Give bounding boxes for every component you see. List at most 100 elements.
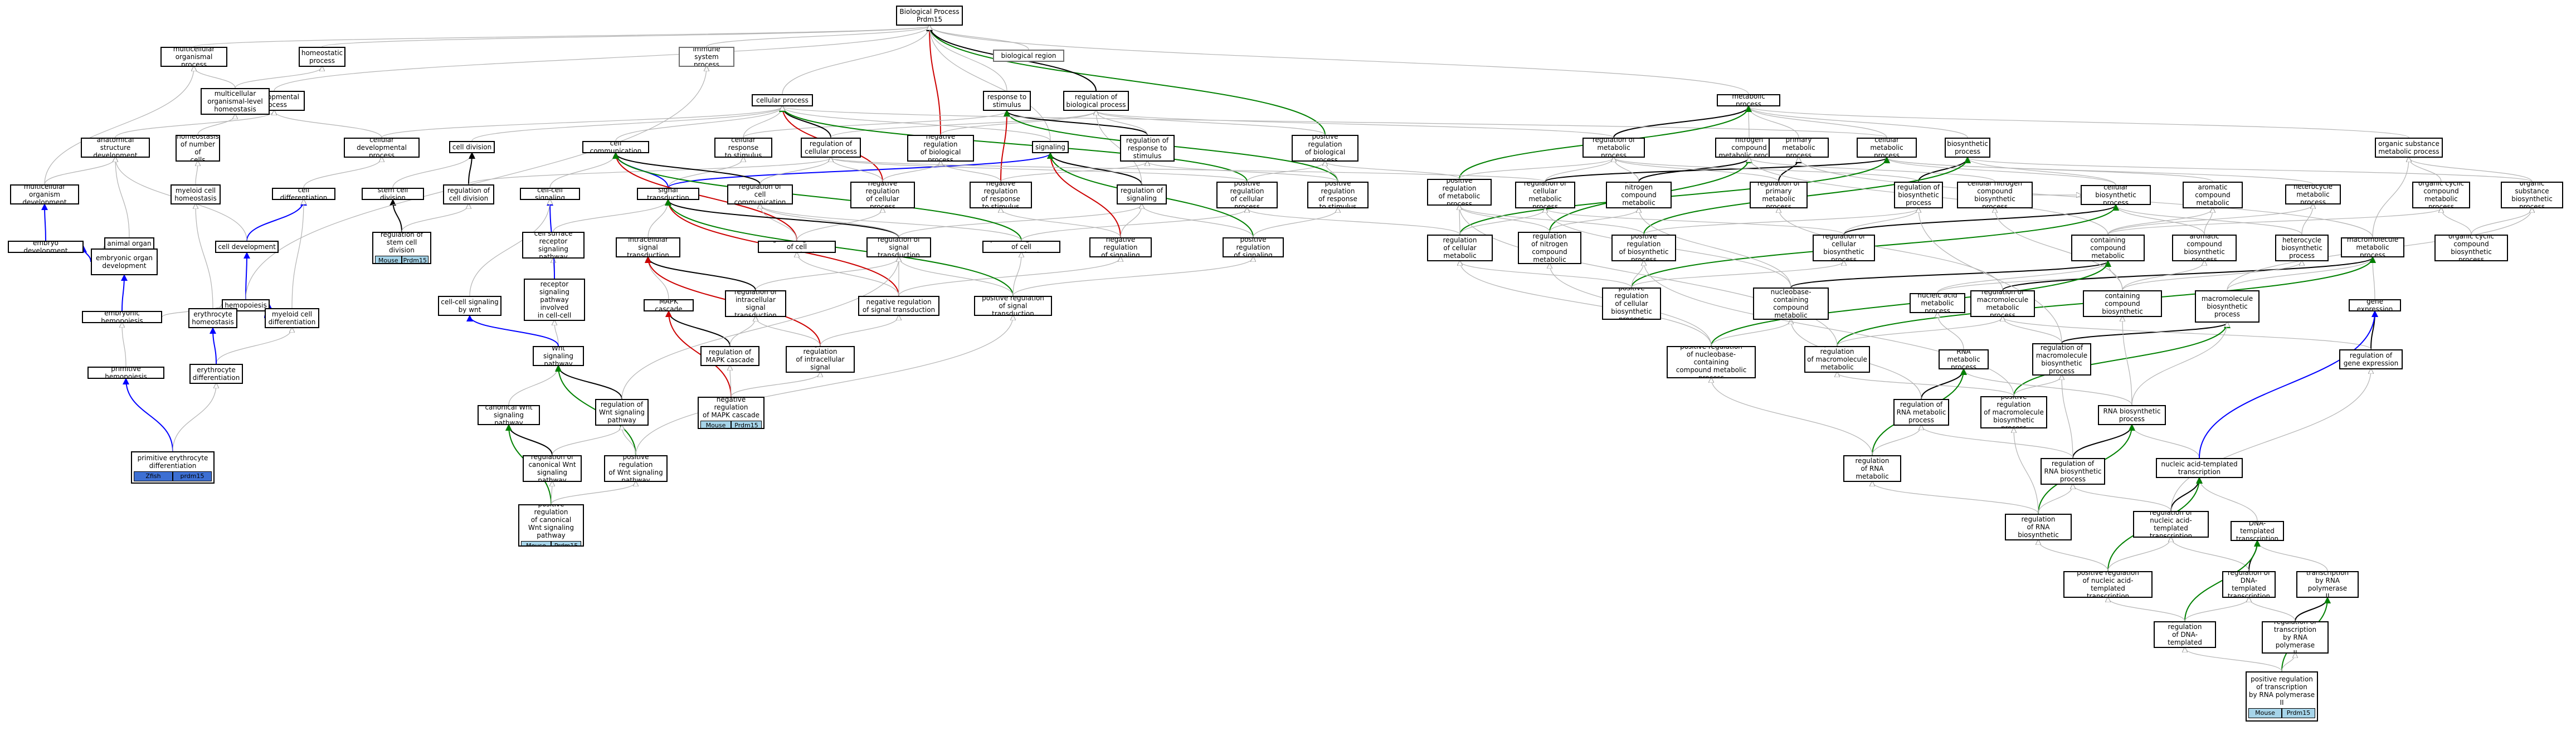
go-term-organic-sub-met[interactable]: organic substance metabolic process	[2375, 138, 2443, 158]
go-term-organic-sub-bios[interactable]: organic substance biosynthetic process	[2501, 182, 2563, 208]
go-term-nucleobase-bios[interactable]: nucleobase-containing compound biosynthe…	[2083, 290, 2162, 317]
go-term-metabolic[interactable]: metabolic process	[1717, 94, 1780, 106]
go-term-reg-cell-bios[interactable]: regulation of cellular biosynthetic proc…	[1813, 235, 1875, 261]
go-term-reg-dna-tx[interactable]: regulation of DNA-templated transcriptio…	[2222, 571, 2276, 598]
go-term-pos-reg-bios[interactable]: positive regulation of biosynthetic proc…	[1611, 235, 1676, 261]
go-term-reg-nitrogen-met[interactable]: regulation of nitrogen compound metaboli…	[1606, 182, 1672, 208]
go-term-nucleobase-met[interactable]: nucleobase-containing compound metabolic…	[2071, 235, 2145, 261]
go-term-reg-signal-trans[interactable]: regulation of signal transduction	[866, 237, 931, 257]
go-term-reg-bio[interactable]: regulation of biological process	[1063, 91, 1129, 111]
go-term-macromolecule-bios[interactable]: macromolecule biosynthetic process	[2195, 290, 2260, 323]
go-term-pos-reg-rna-bios[interactable]: positive regulation of RNA biosynthetic …	[2005, 514, 2072, 540]
go-term-cell-division[interactable]: cell division	[449, 141, 495, 153]
go-term-reg-mapk[interactable]: regulation of MAPK cascade	[700, 346, 759, 366]
go-term-reg-rna-met[interactable]: regulation of RNA metabolic process	[1893, 399, 1949, 426]
go-term-intracellular-st[interactable]: intracellular signal transduction	[616, 237, 680, 257]
go-term-embryo-dev[interactable]: embryo development	[8, 241, 84, 253]
go-term-cell-bios[interactable]: cellular biosynthetic process	[2081, 185, 2151, 205]
go-term-pos-reg-signaling[interactable]: positive regulation of signaling	[1223, 237, 1284, 257]
go-term-reg-biosynthetic[interactable]: regulation of biosynthetic process	[1894, 182, 1943, 208]
go-term-reg-na-templated-tx[interactable]: regulation of nucleic acid-templated tra…	[2133, 511, 2209, 538]
go-term-pos-reg-rna-met[interactable]: positive regulation of RNA metabolic pro…	[1843, 455, 1901, 482]
go-term-neg-reg-signaling[interactable]: negative regulation of signaling	[1089, 237, 1152, 257]
go-term-neg-reg-resp[interactable]: negative regulation of response to stimu…	[970, 182, 1032, 208]
go-term-rna-met[interactable]: RNA metabolic process	[1939, 349, 1989, 369]
go-term-reg-intra-st[interactable]: regulation of intracellular signal trans…	[725, 290, 786, 317]
go-term-neg-reg-st[interactable]: negative regulation of signal transducti…	[858, 296, 939, 316]
go-term-embryonic-organ-dev[interactable]: embryonic organ development	[91, 248, 158, 275]
go-term-canonical-wnt[interactable]: canonical Wnt signaling pathway	[478, 405, 540, 425]
go-term-stem-cell-division[interactable]: stem cell division	[362, 188, 424, 200]
go-term-homeo-cells[interactable]: homeostasis of number of cells	[176, 135, 220, 162]
go-term-pos-reg-st[interactable]: positive regulation of signal transducti…	[974, 296, 1052, 316]
go-term-neg-reg-bio[interactable]: negative regulation of biological proces…	[907, 135, 974, 162]
go-term-signal-transduction[interactable]: signal transduction	[637, 188, 699, 200]
go-term-cell-aromatic-met[interactable]: cellular aromatic compound metabolic pro…	[2183, 182, 2243, 208]
go-term-reg-nucleobase-met[interactable]: regulation of nucleobase-containing comp…	[1753, 287, 1829, 320]
go-term-rna-bios[interactable]: RNA biosynthetic process	[2098, 405, 2166, 425]
go-term-embryonic-hemo[interactable]: embryonic hemopoiesis	[82, 311, 162, 323]
go-term-reg-cell-met[interactable]: regulation of cellular metabolic process	[1515, 182, 1575, 208]
go-term-pos-reg-cell-proc[interactable]: positive regulation of cellular process	[1216, 182, 1278, 208]
go-term-na-templated-tx[interactable]: nucleic acid-templated transcription	[2156, 458, 2243, 478]
go-term-multicell-org-dev[interactable]: multicellular organism development	[10, 184, 79, 204]
go-term-reg-resp-stim[interactable]: regulation of response to stimulus	[1120, 135, 1175, 162]
go-term-cell-cell-signaling[interactable]: cell-cell signaling	[520, 188, 580, 200]
go-term-pos-reg-cell-bios[interactable]: positive regulation of cellular biosynth…	[1602, 287, 1661, 320]
go-term-pos-reg-met[interactable]: positive regulation of metabolic process	[1427, 179, 1492, 206]
go-term-reg-cell-comm[interactable]: regulation of cell communication	[727, 184, 793, 204]
go-term-pos-reg-bio[interactable]: positive regulation of biological proces…	[1292, 135, 1358, 162]
go-term-homeostatic[interactable]: homeostatic process	[299, 47, 345, 67]
go-term-pos-reg-cell-met[interactable]: positive regulation of cellular metaboli…	[1427, 235, 1493, 261]
go-term-pos-reg-tx-pol2[interactable]: positive regulation of transcription by …	[2246, 671, 2318, 722]
go-term-pos-reg-dna-tx[interactable]: positive regulation of DNA-templated tra…	[2154, 621, 2216, 648]
go-term-mc-homeostasis[interactable]: multicellular organismal-level homeostas…	[201, 88, 270, 115]
go-term-dna-templated-tx[interactable]: DNA-templated transcription	[2231, 521, 2284, 541]
go-term-neg-reg-cell-proc[interactable]: negative regulation of cellular process	[850, 182, 915, 208]
go-term-response-stimulus[interactable]: response to stimulus	[983, 91, 1031, 111]
go-term-cell-dev-proc[interactable]: cellular developmental process	[344, 138, 420, 158]
go-term-anat-struct[interactable]: anatomical structure development	[81, 138, 150, 158]
go-term-aromatic-bios[interactable]: aromatic compound biosynthetic process	[2172, 235, 2237, 261]
go-term-cs-receptor-cc[interactable]: cell surface receptor signaling pathway …	[524, 279, 585, 321]
go-term-reg-canonical-wnt[interactable]: regulation of canonical Wnt signaling pa…	[523, 455, 582, 482]
go-term-pos-reg-canonical-wnt[interactable]: positive regulation of canonical Wnt sig…	[518, 504, 584, 547]
go-term-wnt-pathway[interactable]: Wnt signaling pathway	[533, 346, 584, 366]
go-term-myeloid-homeo[interactable]: myeloid cell homeostasis	[171, 184, 221, 204]
go-term-pos-reg-nitrogen-met[interactable]: positive regulation of nitrogen compound…	[1518, 232, 1581, 264]
go-term-reg-macro-bios[interactable]: regulation of macromolecule biosynthetic…	[2032, 343, 2091, 376]
go-term-pos-reg-macro-bios[interactable]: positive regulation of macromolecule bio…	[1980, 396, 2047, 428]
go-term-reg-signaling[interactable]: regulation of signaling	[1117, 184, 1167, 204]
go-term-tx-rna-pol2[interactable]: transcription by RNA polymerase II	[2296, 571, 2359, 598]
go-term-cellular-process[interactable]: cellular process	[752, 94, 813, 106]
go-term-reg-cell-division[interactable]: regulation of cell division	[443, 184, 494, 204]
go-term-reg-metabolic[interactable]: regulation of metabolic process	[1582, 138, 1645, 158]
go-term-signaling[interactable]: signaling	[1032, 141, 1069, 153]
go-term-pos-reg-cell-comm[interactable]: positive regulation of cell communicatio…	[982, 241, 1060, 253]
go-term-reg-rna-bios[interactable]: regulation of RNA biosynthetic process	[2041, 458, 2105, 485]
go-term-pos-reg-wnt[interactable]: positive regulation of Wnt signaling pat…	[604, 455, 668, 482]
go-term-pos-reg-resp[interactable]: positive regulation of response to stimu…	[1307, 182, 1369, 208]
go-term-organic-cyclic-met[interactable]: organic cyclic compound metabolic proces…	[2412, 182, 2470, 208]
go-term-macromolecule-met[interactable]: macromolecule metabolic process	[2341, 237, 2404, 257]
go-term-erythrocyte-diff[interactable]: erythrocyte differentiation	[189, 364, 243, 384]
go-term-heterocycle-bios[interactable]: heterocycle biosynthetic process	[2275, 235, 2329, 261]
go-term-reg-gene-expression[interactable]: regulation of gene expression	[2339, 349, 2403, 369]
go-term-cellular-met[interactable]: cellular metabolic process	[1857, 138, 1917, 158]
go-term-myeloid-diff[interactable]: myeloid cell differentiation	[265, 308, 319, 328]
go-term-cs-receptor[interactable]: cell surface receptor signaling pathway	[522, 232, 585, 259]
go-term-reg-cell-proc[interactable]: regulation of cellular process	[801, 138, 861, 158]
go-term-cell-communication[interactable]: cell communication	[582, 141, 649, 153]
go-term-reg-wnt[interactable]: regulation of Wnt signaling pathway	[595, 399, 649, 426]
go-term-primitive-hemo[interactable]: primitive hemopoiesis	[87, 367, 164, 379]
go-term-gene-expression[interactable]: gene expression	[2349, 299, 2401, 311]
go-term-pos-reg-macro-met[interactable]: positive regulation of macromolecule met…	[1804, 346, 1870, 373]
go-term-nucleic-acid-met[interactable]: nucleic acid metabolic process	[1910, 293, 1965, 313]
go-term-mapk-cascade[interactable]: MAPK cascade	[644, 299, 694, 311]
go-term-biosynthetic[interactable]: biosynthetic process	[1945, 138, 1990, 158]
go-term-biological-region[interactable]: biological region	[993, 50, 1064, 62]
go-term-primary-met[interactable]: primary metabolic process	[1769, 138, 1829, 158]
go-term-cell-resp-stim[interactable]: cellular response to stimulus	[714, 138, 772, 158]
go-term-erythrocyte-homeo[interactable]: erythrocyte homeostasis	[188, 308, 237, 328]
